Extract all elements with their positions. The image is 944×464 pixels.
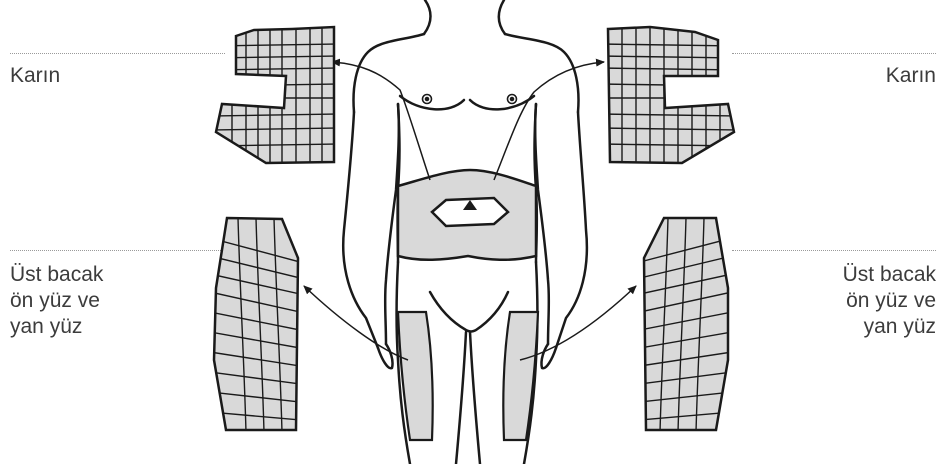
thigh-grid-right [640, 218, 732, 432]
abdomen-grid-right [600, 26, 740, 170]
thigh-zone-right [503, 312, 538, 440]
thigh-grid-left [210, 218, 300, 432]
abdomen-grid-left [210, 26, 340, 170]
